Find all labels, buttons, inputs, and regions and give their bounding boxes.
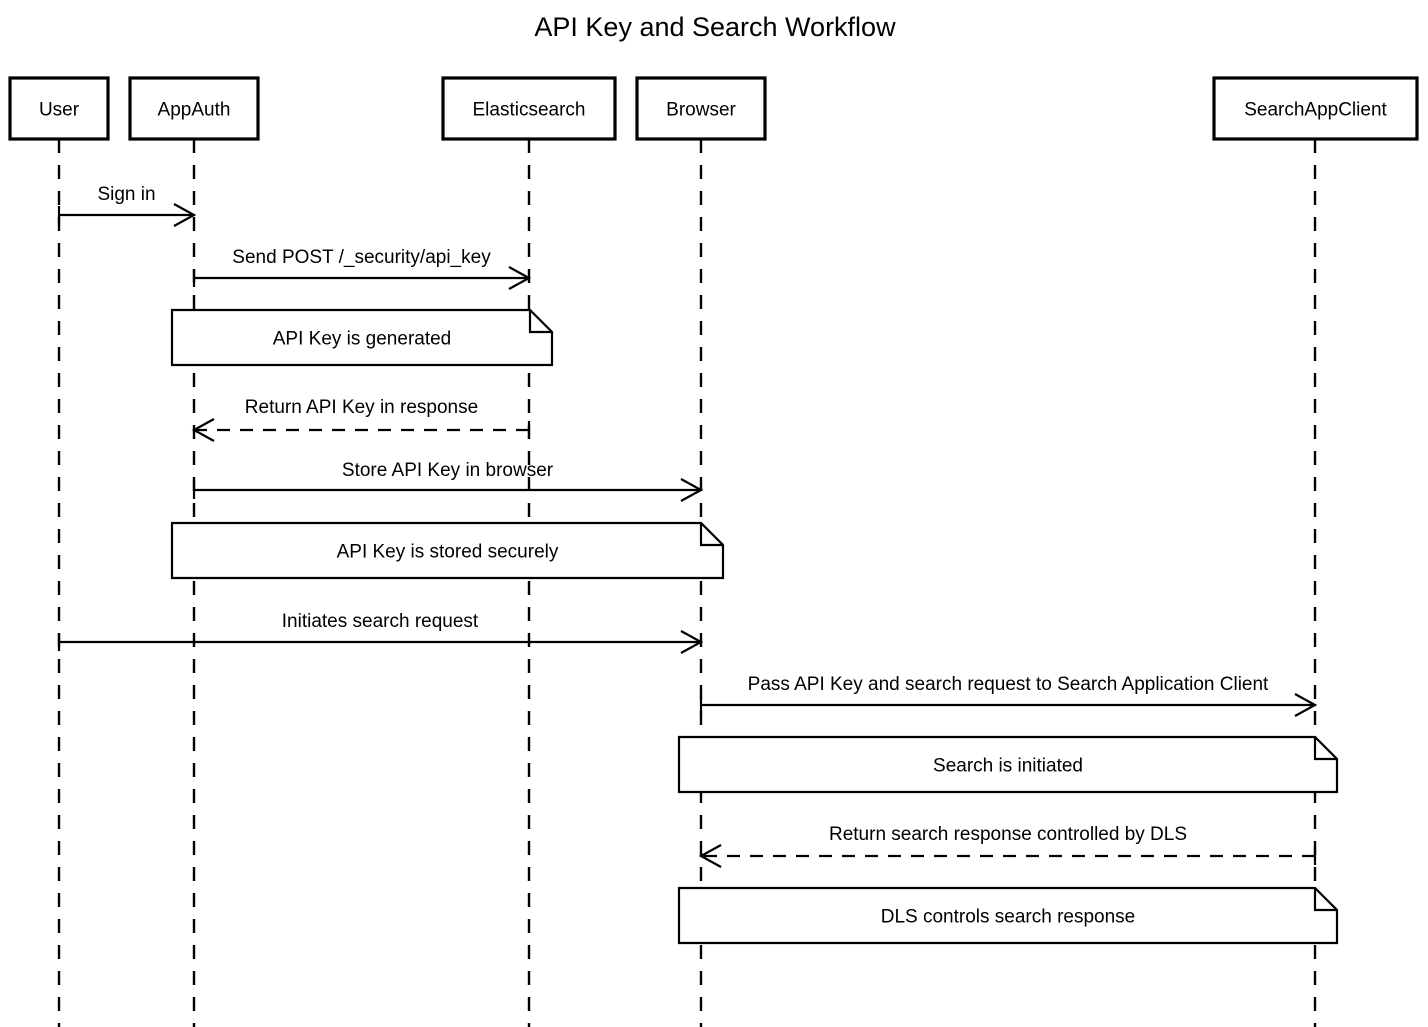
participant-es[interactable]: Elasticsearch	[441, 76, 617, 141]
message-label: Store API Key in browser	[342, 460, 554, 481]
note-body	[170, 308, 554, 367]
message-arrowhead-icon	[508, 266, 532, 290]
note-label: API Key is generated	[273, 329, 452, 350]
participant-appauth[interactable]: AppAuth	[128, 76, 260, 141]
message-label: Initiates search request	[282, 611, 479, 632]
message-label: Pass API Key and search request to Searc…	[748, 674, 1269, 695]
note-label: DLS controls search response	[881, 907, 1136, 928]
note-body	[677, 886, 1339, 945]
message-m1: Sign in	[57, 184, 197, 227]
note-label: API Key is stored securely	[337, 542, 559, 563]
message-m3: Return API Key in response	[191, 397, 531, 442]
participant-box[interactable]	[8, 76, 110, 141]
message-label: Return API Key in response	[245, 397, 478, 418]
participant-browser[interactable]: Browser	[635, 76, 767, 141]
message-m7: Return search response controlled by DLS	[698, 824, 1317, 868]
participant-label: SearchAppClient	[1244, 100, 1387, 121]
participants-group: User AppAuth Elasticsearch Browser SearchApp…	[8, 76, 1419, 141]
note-n2: API Key is stored securely	[170, 521, 725, 580]
note-fold-corner-icon	[1313, 737, 1337, 761]
note-label: Search is initiated	[933, 756, 1083, 777]
note-body	[677, 735, 1339, 794]
message-label: Sign in	[97, 184, 155, 205]
message-arrowhead-icon	[698, 844, 722, 868]
messages-group: Sign in Send POST /_security/api_keyRetur…	[57, 184, 1318, 868]
note-body	[170, 521, 725, 580]
participant-sac[interactable]: SearchAppClient	[1212, 76, 1419, 141]
note-n4: DLS controls search response	[677, 886, 1339, 945]
participant-label: User	[39, 100, 80, 121]
message-m5: Initiates search request	[57, 611, 704, 654]
note-n3: Search is initiated	[677, 735, 1339, 794]
message-arrowhead-icon	[1294, 693, 1318, 717]
message-m2: Send POST /_security/api_key	[192, 247, 532, 290]
message-m4: Store API Key in browser	[192, 460, 704, 502]
message-arrowhead-icon	[191, 418, 215, 442]
message-m6: Pass API Key and search request to Searc…	[699, 674, 1318, 717]
participant-box[interactable]	[441, 76, 617, 141]
participant-box[interactable]	[128, 76, 260, 141]
note-fold-corner-icon	[1313, 888, 1337, 912]
participant-box[interactable]	[1212, 76, 1419, 141]
message-label: Return search response controlled by DLS	[829, 824, 1187, 845]
note-fold-corner-icon	[528, 310, 552, 334]
page-title: API Key and Search Workflow	[534, 12, 896, 42]
message-arrowhead-icon	[173, 203, 197, 227]
message-arrowhead-icon	[680, 630, 704, 654]
message-arrowhead-icon	[680, 478, 704, 502]
message-label: Send POST /_security/api_key	[232, 247, 491, 268]
participant-box[interactable]	[635, 76, 767, 141]
participant-label: Elasticsearch	[473, 100, 586, 121]
participant-label: AppAuth	[158, 100, 231, 121]
participant-user[interactable]: User	[8, 76, 110, 141]
note-fold-corner-icon	[699, 523, 723, 547]
note-n1: API Key is generated	[170, 308, 554, 367]
lifelines-group	[57, 139, 1317, 1027]
participant-label: Browser	[666, 100, 736, 121]
